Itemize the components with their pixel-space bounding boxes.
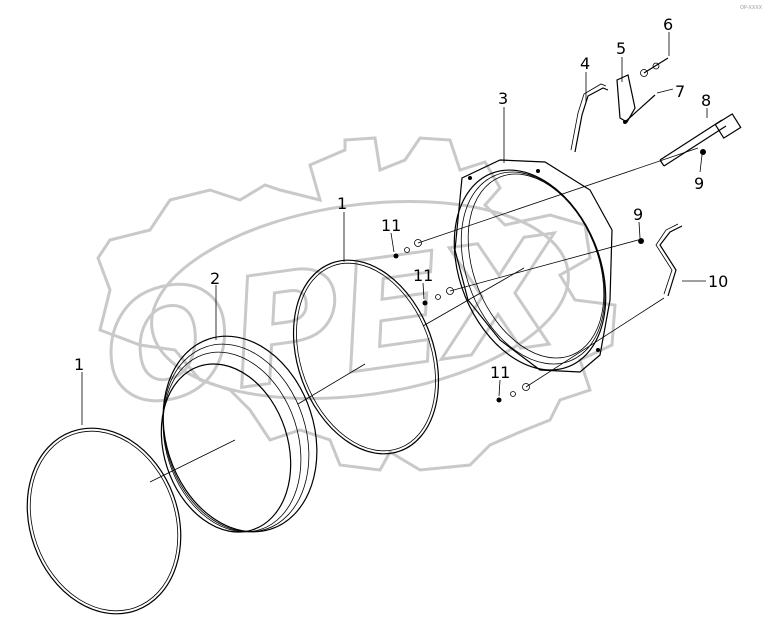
part-1-rear-seal-ring	[292, 259, 440, 455]
part-9-bolt-upper	[700, 149, 706, 155]
callout-11-upper: 11	[381, 216, 401, 235]
callout-10: 10	[708, 272, 728, 291]
part-10-bent-rod	[655, 223, 683, 297]
part-7-bolt	[623, 94, 656, 124]
callout-5: 5	[616, 39, 626, 58]
callout-11-lower: 11	[490, 363, 510, 382]
part-9-bolt-lower	[638, 238, 644, 244]
part-11-bolt-set-1	[393, 239, 422, 259]
callout-7: 7	[675, 82, 685, 101]
callout-9-upper: 9	[694, 174, 704, 193]
part-11-bolt-set-2	[422, 287, 454, 306]
part-3-fan-shroud	[453, 159, 613, 373]
callout-9-lower: 9	[633, 205, 643, 224]
watermark-gear-icon	[96, 136, 617, 472]
part-1-front-seal-ring	[26, 427, 182, 615]
part-4-rod	[574, 87, 609, 153]
part-5-bracket	[616, 74, 636, 123]
callout-2: 2	[210, 269, 220, 288]
part-2-retaining-ring	[160, 335, 318, 533]
callout-6: 6	[663, 15, 673, 34]
callout-4: 4	[580, 54, 590, 73]
callout-1-front: 1	[74, 355, 84, 374]
part-11-bolt-set-3	[496, 383, 530, 403]
callout-1-rear: 1	[337, 194, 347, 213]
callout-11-middle: 11	[413, 266, 433, 285]
part-6-bolt	[640, 57, 669, 77]
callout-8: 8	[701, 91, 711, 110]
corner-code: OP-XXXX	[740, 5, 763, 11]
callout-leaders	[81, 32, 708, 425]
part-8-tension-rod	[659, 113, 742, 167]
watermark	[96, 136, 617, 472]
callout-3: 3	[498, 89, 508, 108]
assembly-lines	[149, 147, 699, 483]
